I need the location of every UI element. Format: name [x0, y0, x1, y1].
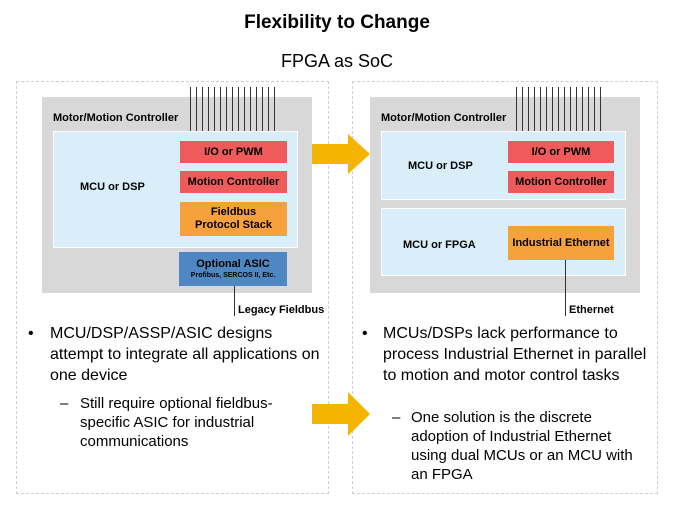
left-controller-header: Motor/Motion Controller: [53, 112, 179, 124]
right-motion-box: Motion Controller: [508, 171, 614, 193]
right-bullet-text: MCUs/DSPs lack performance to process In…: [383, 325, 647, 384]
right-io-box: I/O or PWM: [508, 141, 614, 163]
left-motion-box: Motion Controller: [180, 171, 287, 193]
right-bus-line: [565, 260, 566, 316]
right-mcu-label: MCU or DSP: [408, 160, 473, 172]
asic-title: Optional ASIC: [196, 258, 270, 270]
asic-subtitle: Profibus, SERCOS II, Etc.: [190, 272, 276, 279]
left-sub-text: Still require optional fieldbus-specific…: [80, 395, 273, 450]
right-sub-dash: –: [392, 409, 401, 426]
right-io-pins: [516, 87, 606, 142]
right-fpga-label: MCU or FPGA: [403, 239, 476, 251]
left-asic-box: Optional ASIC Profibus, SERCOS II, Etc.: [179, 252, 287, 286]
right-bus-label: Ethernet: [569, 304, 614, 316]
left-mcu-label: MCU or DSP: [80, 181, 145, 193]
left-fieldbus-box: Fieldbus Protocol Stack: [180, 202, 287, 236]
left-bullet-mark: •: [28, 325, 34, 342]
left-sub-dash: –: [60, 395, 69, 412]
right-bullet-mark: •: [362, 325, 368, 342]
left-io-box: I/O or PWM: [180, 141, 287, 163]
right-controller-header: Motor/Motion Controller: [381, 112, 507, 124]
fieldbus-line2: Protocol Stack: [194, 219, 273, 231]
right-panel: [352, 81, 658, 494]
right-sub-text: One solution is the discrete adoption of…: [411, 409, 633, 483]
right-ethernet-box: Industrial Ethernet: [508, 226, 614, 260]
bottom-arrow-icon: [312, 392, 370, 436]
left-panel: [16, 81, 329, 494]
left-bus-line: [234, 286, 235, 316]
left-bullet-text: MCU/DSP/ASSP/ASIC designs attempt to int…: [50, 325, 320, 384]
left-io-pins: [190, 87, 280, 142]
slide-title: Flexibility to Change: [244, 12, 430, 33]
fieldbus-line1: Fieldbus: [210, 206, 257, 218]
top-arrow-icon: [312, 134, 370, 174]
slide-subtitle: FPGA as SoC: [280, 51, 394, 71]
left-bus-label: Legacy Fieldbus: [238, 304, 325, 316]
